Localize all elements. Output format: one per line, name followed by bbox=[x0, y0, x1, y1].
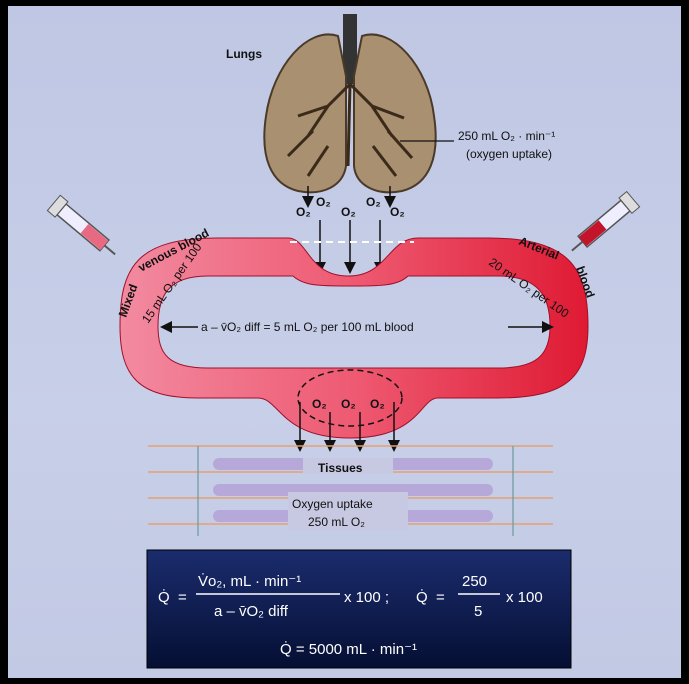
tissue-o2-label-3: O₂ bbox=[370, 397, 385, 411]
cardiac-output-formula-box: Q̇ = V̇o₂, mL · min⁻¹ a – v̄O₂ diff x 10… bbox=[147, 550, 571, 668]
o2-label-4: O₂ bbox=[366, 195, 381, 209]
lung-uptake-line2: (oxygen uptake) bbox=[466, 147, 552, 161]
cardiac-output-diagram: Lungs 250 mL O₂ · min⁻¹ (oxygen uptake) … bbox=[8, 6, 681, 678]
formula-denominator-2: 5 bbox=[474, 603, 482, 620]
o2-label-2: O₂ bbox=[316, 195, 331, 209]
formula-times100-b: x 100 bbox=[506, 589, 543, 606]
tissue-uptake-line1: Oxygen uptake bbox=[292, 497, 373, 511]
formula-q-symbol: Q̇ bbox=[158, 589, 170, 606]
o2-label-5: O₂ bbox=[390, 205, 405, 219]
lung-uptake-line1: 250 mL O₂ · min⁻¹ bbox=[458, 129, 555, 143]
tissue-o2-label-2: O₂ bbox=[341, 397, 356, 411]
lungs-illustration: Lungs 250 mL O₂ · min⁻¹ (oxygen uptake) bbox=[226, 14, 555, 192]
formula-denominator: a – v̄O₂ diff bbox=[214, 603, 289, 620]
tissues-illustration: Tissues Oxygen uptake 250 mL O₂ bbox=[148, 446, 553, 536]
formula-result: Q̇ = 5000 mL · min⁻¹ bbox=[280, 641, 417, 658]
formula-equals-1: = bbox=[178, 589, 187, 606]
tissues-label: Tissues bbox=[318, 461, 363, 475]
tissue-o2-label-1: O₂ bbox=[312, 397, 327, 411]
formula-numerator: V̇o₂, mL · min⁻¹ bbox=[198, 573, 301, 590]
formula-equals-2: = bbox=[436, 589, 445, 606]
av-diff-annotation: a – v̄O₂ diff = 5 mL O₂ per 100 mL blood bbox=[166, 320, 548, 334]
tissue-uptake-line2: 250 mL O₂ bbox=[308, 515, 365, 529]
o2-label-3: O₂ bbox=[341, 205, 356, 219]
venous-syringe-icon bbox=[47, 195, 121, 262]
formula-numerator-2: 250 bbox=[462, 573, 487, 590]
diagram-panel: Lungs 250 mL O₂ · min⁻¹ (oxygen uptake) … bbox=[8, 6, 681, 678]
av-diff-label: a – v̄O₂ diff = 5 mL O₂ per 100 mL blood bbox=[201, 320, 414, 334]
o2-label-1: O₂ bbox=[296, 205, 311, 219]
formula-q-symbol-2: Q̇ bbox=[416, 589, 428, 606]
lungs-label: Lungs bbox=[226, 47, 262, 61]
arterial-syringe-icon bbox=[565, 192, 639, 259]
formula-times100-a: x 100 ; bbox=[344, 589, 389, 606]
